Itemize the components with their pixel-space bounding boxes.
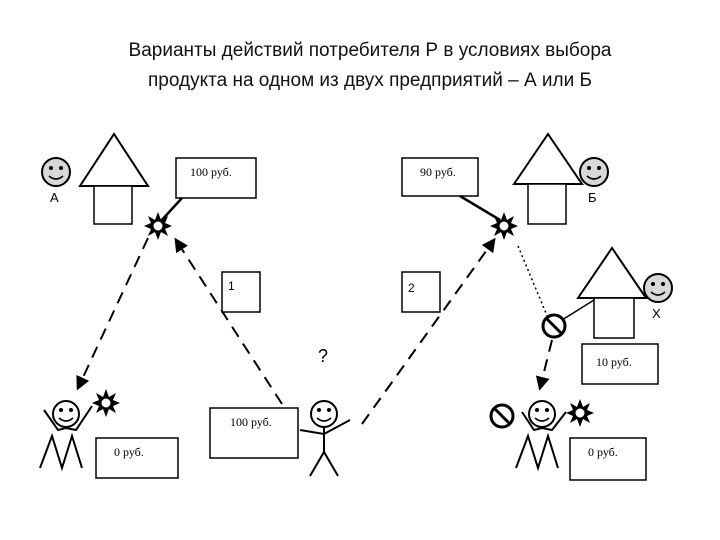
dashed-route-center-left [174,237,283,405]
house-x-icon [576,246,648,339]
title-line-1: Варианты действий потребителя Р в услови… [128,40,612,61]
price-box-b: 90 руб. [401,157,479,197]
diagram-title: Варианты действий потребителя Р в услови… [60,36,680,96]
sun-burst-left-icon [92,389,120,417]
route-1-text: 1 [228,279,235,293]
consumer-right-icon [515,400,567,472]
sun-burst-right-icon [566,399,594,427]
consumer-left-icon [39,400,93,472]
left-result-text: 0 руб. [114,445,144,459]
smiley-b-icon [579,157,609,187]
consumer-center-icon [299,400,351,477]
route-2-text: 2 [408,281,415,295]
price-a-text: 100 руб. [190,165,232,179]
connector-x [517,245,549,319]
sun-burst-a-icon [144,212,172,240]
route-box-2: 2 [401,271,441,313]
pay-box-center: 100 руб. [209,407,299,459]
sun-burst-b-icon [490,212,518,240]
smiley-a-icon [41,157,71,187]
connector-a [159,197,183,223]
dashed-route-center-right [361,237,496,425]
price-b-text: 90 руб. [420,165,456,179]
shop-a-label: А [50,190,59,205]
smiley-x-icon [643,273,673,303]
title-line-2: продукта на одном из двух предприятий – … [148,70,592,91]
connector-b [459,194,501,222]
shop-b-label: Б [588,190,597,205]
price-box-a: 100 руб. [175,157,257,199]
right-result-text: 0 руб. [588,445,618,459]
house-a-icon [78,132,150,225]
pay-center-text: 100 руб. [230,415,272,429]
price-x-text: 10 руб. [596,355,632,369]
result-box-left: 0 руб. [95,437,179,479]
question-mark: ? [318,346,328,366]
connector-x-house [561,299,595,321]
result-box-right: 0 руб. [569,437,647,481]
prohibited-x-icon [541,313,567,339]
prohibited-right-icon [489,403,515,429]
shop-x-label: Х [652,306,661,321]
price-box-x: 10 руб. [581,343,659,385]
route-box-1: 1 [221,271,261,313]
house-b-icon [512,132,584,225]
dashed-route-x-down [535,339,553,391]
dashed-route-left-down [76,237,149,391]
